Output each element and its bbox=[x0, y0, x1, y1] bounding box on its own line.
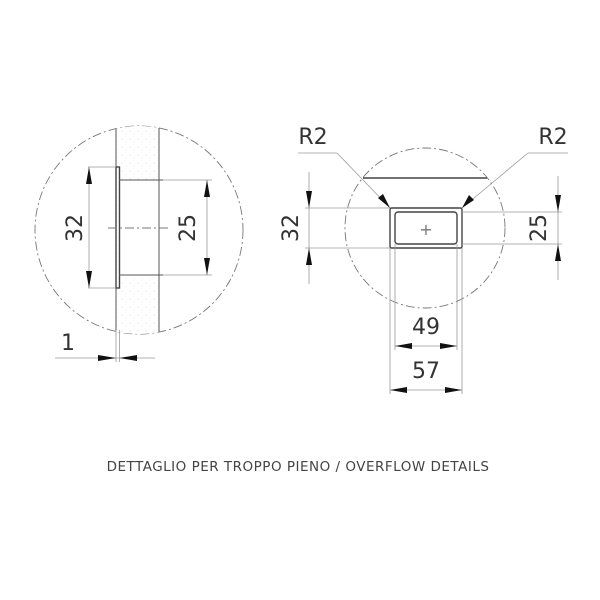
radius-callout-right: R2 bbox=[461, 125, 568, 209]
slot-inner bbox=[394, 211, 458, 245]
flange bbox=[115, 166, 121, 289]
svg-text:1: 1 bbox=[61, 331, 75, 356]
svg-text:25: 25 bbox=[176, 214, 201, 242]
dim-tube-height: 25 bbox=[163, 179, 212, 276]
svg-text:32: 32 bbox=[63, 214, 88, 242]
dim-outer-height: 32 bbox=[279, 172, 390, 284]
dim-flange-thickness: 1 bbox=[55, 330, 155, 362]
svg-text:25: 25 bbox=[527, 214, 552, 242]
drawing-caption: DETTAGLIO PER TROPPO PIENO / OVERFLOW DE… bbox=[107, 459, 490, 475]
svg-text:R2: R2 bbox=[298, 125, 327, 150]
radius-callout-left: R2 bbox=[298, 125, 391, 209]
slot-outer bbox=[389, 207, 463, 249]
dim-flange-height: 32 bbox=[63, 166, 116, 289]
dim-inner-height: 25 bbox=[462, 176, 562, 280]
right-detail: + R2 R2 32 2 bbox=[279, 125, 568, 394]
svg-text:32: 32 bbox=[279, 214, 304, 242]
center-mark: + bbox=[419, 220, 432, 239]
right-detail-circle bbox=[344, 147, 506, 309]
svg-text:49: 49 bbox=[412, 315, 440, 340]
svg-text:R2: R2 bbox=[538, 125, 567, 150]
svg-text:57: 57 bbox=[412, 359, 440, 384]
dim-inner-width: 49 bbox=[394, 244, 458, 350]
dim-outer-width: 57 bbox=[389, 248, 463, 394]
left-detail: 32 25 1 bbox=[34, 125, 244, 362]
